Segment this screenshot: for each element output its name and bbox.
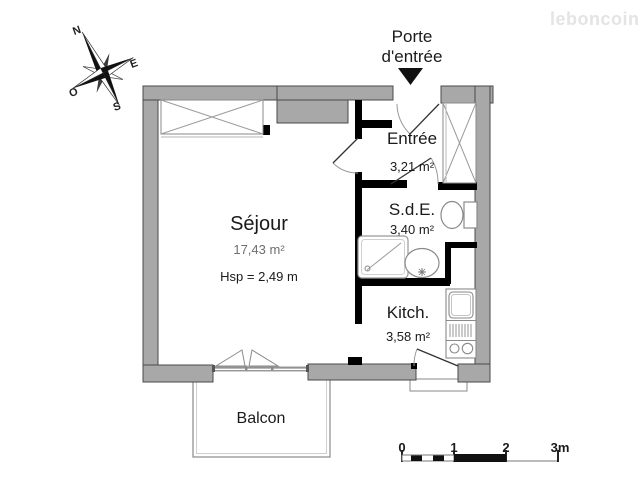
leboncoin-watermark: leboncoin: [550, 9, 640, 29]
door-sde: [390, 157, 439, 185]
kitchen-step-outline: [409, 378, 468, 392]
entree-label: Entrée: [387, 129, 437, 148]
scale-bar: 0 1 2 3m: [398, 440, 569, 462]
shower-icon: [357, 235, 409, 279]
wall-bottom-mid: [307, 363, 417, 381]
door-kitchen-balcony: [413, 348, 459, 367]
compass-rose-icon: N E O S: [68, 24, 140, 114]
wall-center-upper: [355, 172, 362, 236]
wall-right: [474, 85, 491, 383]
exterior-walls: [142, 85, 494, 383]
sejour-closet-icon: [160, 99, 264, 138]
balcony-outline: [192, 367, 331, 458]
door-entrance: [396, 103, 440, 135]
kitchen-area: 3,58 m²: [386, 329, 431, 344]
scale-tick-2-label: 2: [502, 440, 509, 455]
balcon-label: Balcon: [237, 410, 286, 427]
wall-bottom-stub: [348, 357, 362, 365]
wall-below-closet: [438, 182, 477, 190]
kitchen-label: Kitch.: [387, 303, 430, 322]
french-window-icon: [212, 349, 309, 372]
wall-closet-cap: [263, 125, 270, 135]
wall-center-lower: [355, 278, 362, 324]
compass-north-label: N: [71, 24, 83, 38]
entrance-arrow-icon: [398, 68, 423, 85]
scale-tick-3-label: 3m: [551, 440, 570, 455]
entree-area: 3,21 m²: [390, 159, 435, 174]
sde-label: S.d.E.: [389, 200, 435, 219]
kitchen-counter-icon: [445, 288, 477, 359]
compass-south-label: S: [112, 100, 123, 114]
entrance-annotation: Porte d'entrée: [382, 27, 443, 85]
washbasin-icon: [404, 247, 440, 279]
wall-top-strip: [276, 85, 394, 101]
entrance-label-line2: d'entrée: [382, 47, 443, 66]
wall-bottom-left: [142, 364, 214, 383]
sejour-area: 17,43 m²: [233, 242, 285, 257]
scale-tick-0-label: 0: [398, 440, 405, 455]
sejour-ceiling-height: Hsp = 2,49 m: [220, 269, 298, 284]
door-sejour-entree: [332, 137, 359, 174]
compass-east-label: E: [129, 57, 140, 71]
room-labels: Séjour 17,43 m² Hsp = 2,49 m Entrée 3,21…: [220, 129, 437, 427]
scale-tick-1-label: 1: [450, 440, 457, 455]
wall-duct-top: [448, 242, 477, 248]
wall-sde-kitchen: [355, 278, 450, 286]
wall-top-sejour: [142, 85, 281, 101]
sejour-label: Séjour: [230, 213, 288, 235]
wall-bottom-right: [457, 363, 491, 383]
toilet-icon: [440, 200, 478, 230]
wall-left: [142, 85, 159, 383]
wall-porch-horizontal: [362, 120, 392, 128]
entree-closet-icon: [442, 102, 477, 184]
entrance-label-line1: Porte: [392, 27, 433, 46]
compass-west-label: O: [68, 86, 81, 100]
sde-area: 3,40 m²: [390, 222, 435, 237]
wall-duct-left: [445, 242, 451, 284]
wall-porch-vertical: [355, 100, 362, 139]
wall-entree-sde: [362, 180, 407, 188]
